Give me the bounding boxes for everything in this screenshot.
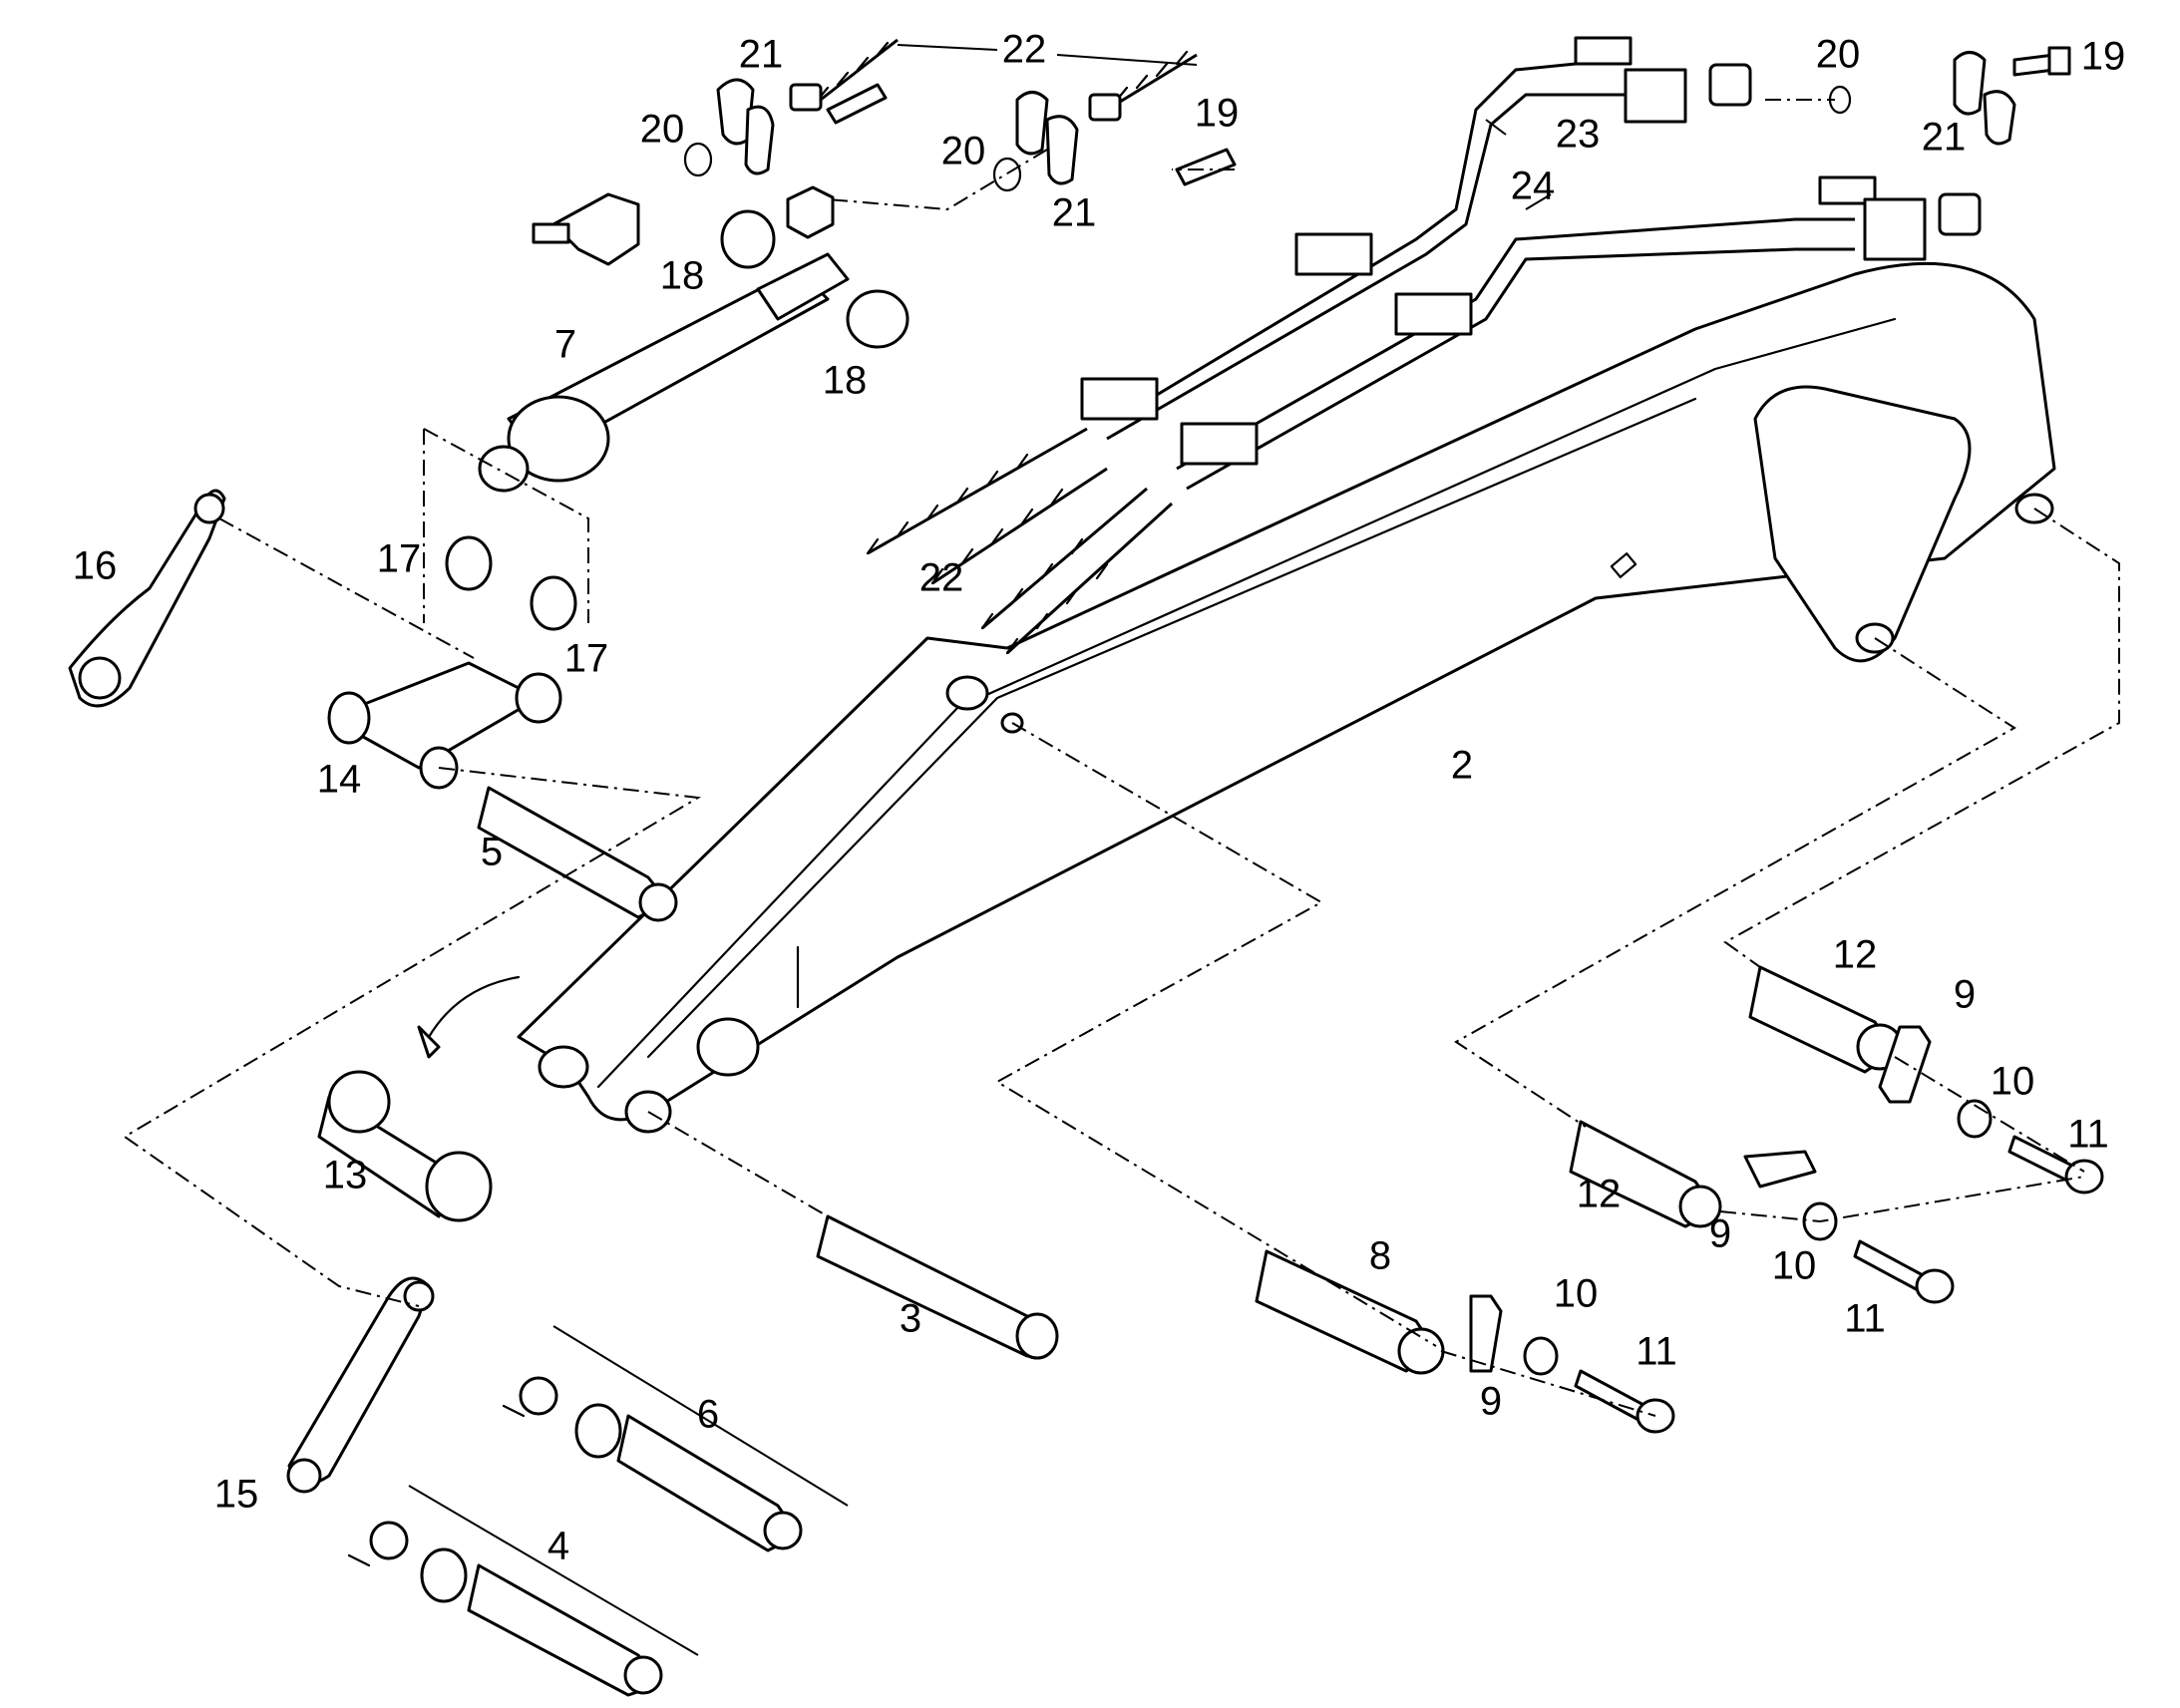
label-part-10-upper: 10	[1991, 1060, 2035, 1104]
part-labels: 2 3 4 5 6 7 8 9 9 9 10 10 10 11 11 11 12…	[73, 28, 2126, 1568]
pin-5[interactable]	[477, 786, 678, 922]
label-part-21-left: 21	[739, 33, 784, 77]
label-part-20-mid: 20	[941, 130, 986, 173]
label-part-22-lower: 22	[919, 556, 964, 600]
label-part-13: 13	[323, 1154, 368, 1197]
label-part-18-right: 18	[823, 359, 868, 403]
boom-arm[interactable]	[517, 261, 2056, 1134]
pin-6[interactable]	[574, 1403, 803, 1552]
bolts-19[interactable]	[826, 46, 2071, 186]
plate-9-upper[interactable]	[1878, 1025, 1932, 1104]
label-part-12-lower: 12	[1577, 1173, 1622, 1216]
label-part-23: 23	[1556, 113, 1601, 157]
bolt-11-middle[interactable]	[1853, 1239, 1955, 1304]
hydraulic-port-fitting[interactable]	[532, 192, 640, 266]
link-16[interactable]	[68, 489, 226, 708]
spacer-rings-17[interactable]	[445, 535, 577, 631]
label-part-2: 2	[1451, 744, 1473, 788]
label-part-10-lower: 10	[1554, 1272, 1599, 1316]
callout-leaders	[897, 44, 1552, 210]
label-part-18-left: 18	[660, 254, 705, 298]
label-part-22-top: 22	[1002, 28, 1047, 72]
hose-top-right-22[interactable]	[1088, 50, 1198, 122]
plate-9-middle[interactable]	[1743, 1150, 1817, 1189]
label-part-11-lower: 11	[1635, 1330, 1677, 1374]
bushing-13[interactable]	[317, 975, 521, 1222]
nuts-and-pins-4-6[interactable]	[347, 1376, 558, 1567]
flange-halves-21-top-mid[interactable]	[1015, 91, 1079, 185]
label-part-11-upper: 11	[2067, 1113, 2109, 1157]
label-part-17-left: 17	[377, 537, 422, 581]
label-part-9-lower: 9	[1480, 1380, 1502, 1424]
label-part-15: 15	[214, 1473, 259, 1517]
label-part-14: 14	[317, 758, 362, 802]
spacer-rings-18[interactable]	[720, 209, 909, 349]
washer-10-lower[interactable]	[1523, 1336, 1559, 1376]
plate-9-lower[interactable]	[1469, 1294, 1503, 1373]
pin-12-upper[interactable]	[1748, 965, 1904, 1074]
label-part-19-mid: 19	[1195, 92, 1240, 136]
hydraulic-line-24[interactable]	[1176, 175, 1982, 491]
label-part-7: 7	[554, 323, 576, 367]
label-part-19-right: 19	[2081, 35, 2126, 79]
label-part-4: 4	[547, 1525, 569, 1568]
hydraulic-line-23[interactable]	[1106, 36, 1752, 441]
label-part-21-mid: 21	[1052, 191, 1097, 235]
pin-12-lower[interactable]	[1569, 1120, 1722, 1228]
flange-halves-21-top-right[interactable]	[1953, 51, 2016, 146]
pin-4[interactable]	[420, 1547, 663, 1697]
label-part-21-right: 21	[1922, 116, 1967, 160]
label-part-3: 3	[900, 1297, 921, 1341]
label-part-5: 5	[481, 831, 503, 874]
label-part-20-right: 20	[1816, 33, 1861, 77]
label-part-16: 16	[73, 544, 118, 588]
hose-top-left-22[interactable]	[789, 38, 899, 112]
bolt-11-lower[interactable]	[1574, 1369, 1675, 1434]
label-part-9-middle: 9	[1709, 1212, 1731, 1256]
pin-8[interactable]	[1255, 1249, 1445, 1375]
bolt-11-upper[interactable]	[2007, 1135, 2104, 1195]
label-part-6: 6	[697, 1393, 719, 1437]
label-part-8: 8	[1369, 1234, 1391, 1278]
hydraulic-cylinder-7[interactable]	[478, 252, 850, 493]
assembly-lines	[123, 99, 2120, 1656]
pin-3[interactable]	[816, 1214, 1059, 1360]
label-part-20-left: 20	[640, 108, 685, 152]
hose-assembly-22[interactable]	[866, 427, 1174, 655]
link-15[interactable]	[286, 1276, 435, 1494]
label-part-10-middle: 10	[1772, 1244, 1817, 1288]
flange-halves-21-top-left[interactable]	[716, 78, 775, 175]
label-part-11-middle: 11	[1844, 1297, 1886, 1341]
label-part-24: 24	[1511, 165, 1556, 208]
label-part-17-right: 17	[564, 637, 609, 681]
label-part-9-upper: 9	[1954, 973, 1976, 1017]
label-part-12-upper: 12	[1833, 933, 1878, 977]
small-cube-part[interactable]	[786, 185, 835, 239]
line-clamps	[1080, 232, 1473, 466]
